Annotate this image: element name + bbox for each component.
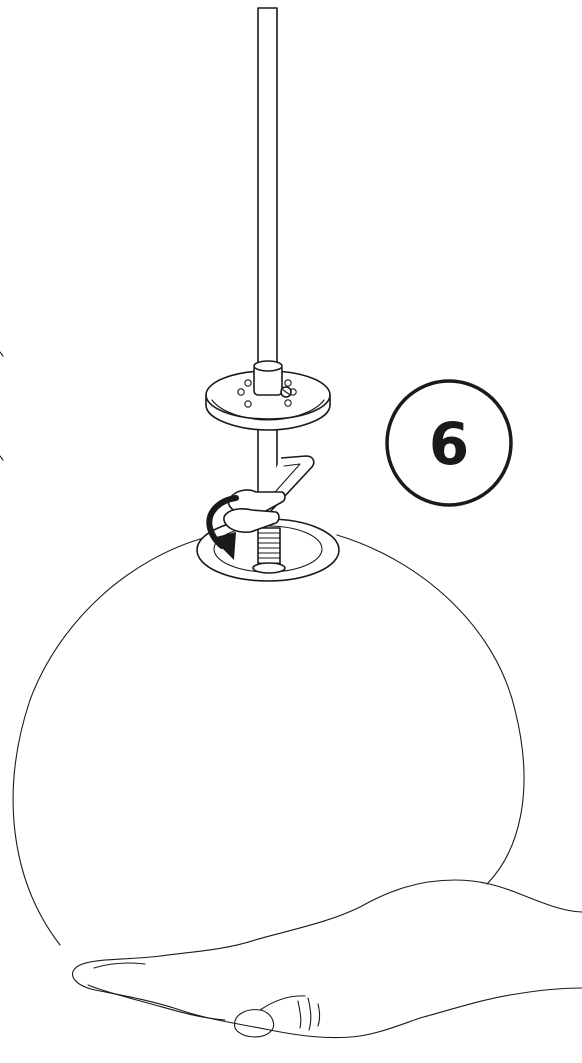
step-number: 6 <box>429 410 469 478</box>
glass-globe <box>13 535 524 945</box>
mounting-plate <box>206 361 330 430</box>
supporting-hand <box>73 880 582 1038</box>
edge-marks <box>0 352 3 460</box>
step-badge: 6 <box>387 381 511 505</box>
threaded-nipple <box>253 528 285 573</box>
